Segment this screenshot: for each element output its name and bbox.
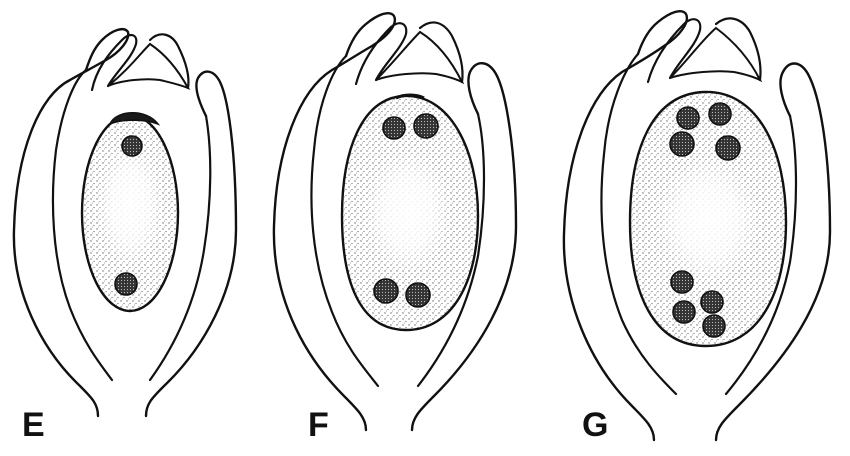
panel-label-f: F: [308, 408, 329, 442]
embryo-sac-e: [82, 113, 178, 311]
embryo-sac-g: [630, 92, 786, 346]
nucleus: [414, 114, 438, 138]
nucleus: [670, 132, 694, 156]
embryo-sac-f: [342, 95, 478, 330]
panel-label-g: G: [582, 408, 608, 442]
nucleus: [671, 271, 693, 293]
nucleus: [716, 136, 740, 160]
nucellus-apex: [376, 32, 462, 82]
nucleus: [383, 117, 405, 139]
nucleus: [709, 103, 731, 125]
nucleus: [115, 273, 137, 295]
nucellus-apex: [670, 28, 760, 80]
ovule-f: [274, 13, 516, 430]
nucleus: [374, 279, 398, 303]
nucleus: [677, 107, 699, 129]
ovule-e: [14, 29, 236, 416]
nucleus: [701, 291, 723, 313]
nucleus: [703, 315, 725, 337]
panel-label-e: E: [22, 408, 45, 442]
nucleus: [122, 136, 142, 156]
nucleus: [406, 283, 430, 307]
ovule-g: [564, 11, 830, 440]
nucleus: [673, 301, 695, 323]
